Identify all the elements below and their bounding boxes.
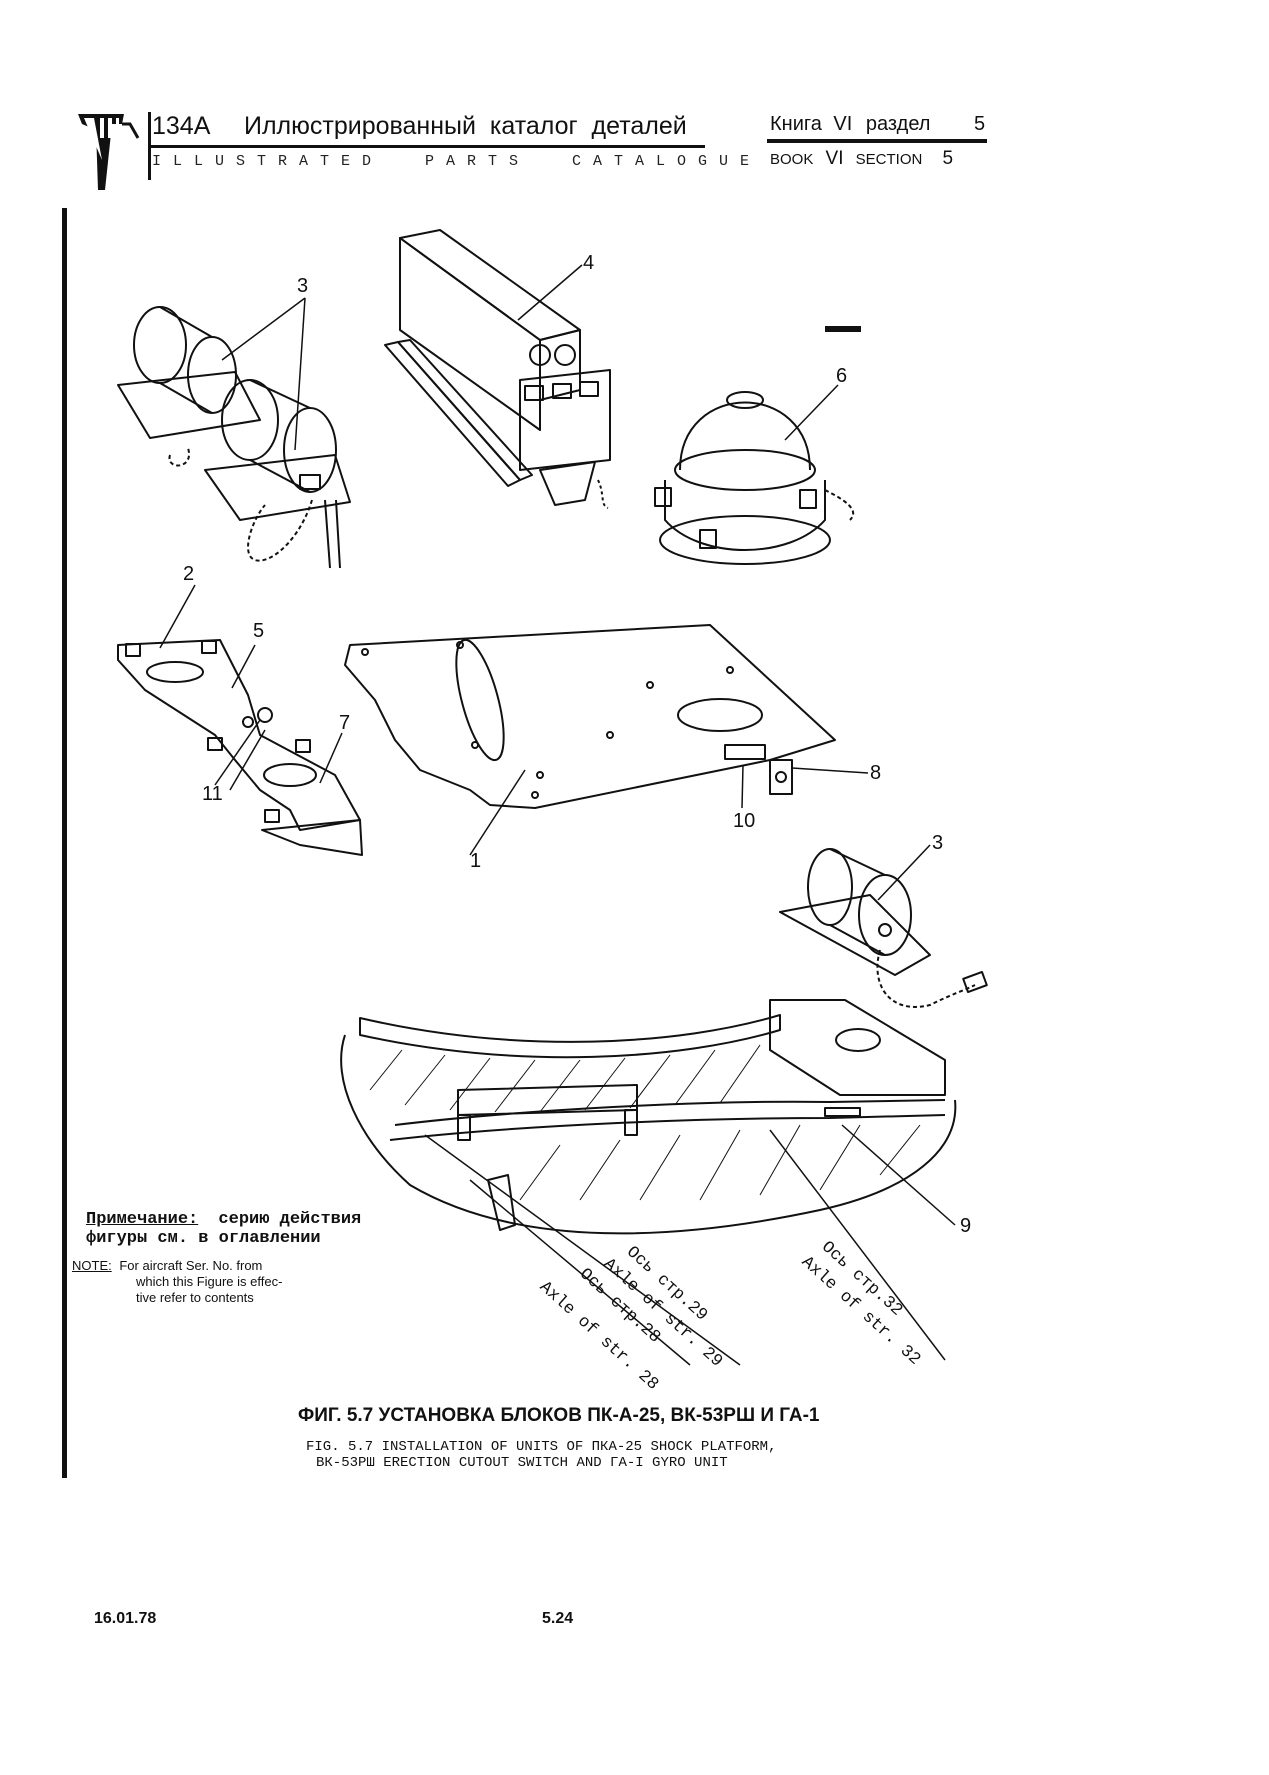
- station-axis-lines: [424, 1129, 946, 1366]
- section-label-ru: раздел: [865, 113, 931, 135]
- note-ru-text-2: фигуры см. в оглавлении: [86, 1229, 321, 1248]
- header-rule-left: [150, 145, 705, 148]
- note-ru-text-1: серию действия: [218, 1210, 362, 1229]
- book-label-en: BOOK: [770, 151, 814, 168]
- figure-caption-ru: ФИГ. 5.7 УСТАНОВКА БЛОКОВ ПК-А-25, ВК-53…: [298, 1405, 820, 1426]
- manufacturer-logo: [78, 114, 140, 190]
- note-en-text-1: For aircraft Ser. No. from: [119, 1258, 263, 1273]
- book-number-en: VI: [825, 148, 844, 169]
- title-ru: Иллюстрированный каталог деталей: [244, 112, 687, 140]
- callout-item-10: 10: [733, 810, 756, 832]
- callout-item-5: 5: [253, 620, 265, 642]
- shock-platform-unit-lower: [779, 848, 988, 1008]
- callout-item-4: 4: [583, 252, 595, 274]
- book-section-ru: Книга VI раздел 5: [770, 113, 985, 136]
- gyro-unit: [654, 391, 855, 565]
- callout-item-1: 1: [470, 850, 482, 872]
- footer-page-number: 5.24: [542, 1610, 574, 1627]
- header-rule-right: [767, 139, 987, 143]
- footer-date: 16.01.78: [94, 1610, 157, 1627]
- callout-item-8: 8: [870, 762, 882, 784]
- callout-item-6: 6: [836, 365, 848, 387]
- callout-item-11: 11: [202, 783, 223, 805]
- binding-rule: [62, 208, 67, 1478]
- book-label-ru: Книга: [770, 113, 822, 135]
- callout-item-7: 7: [339, 712, 351, 734]
- section-number-en: 5: [942, 148, 954, 169]
- section-label-en: SECTION: [855, 151, 923, 168]
- book-number-ru: VI: [833, 113, 853, 135]
- note-en-line-1: NOTE: For aircraft Ser. No. from: [72, 1258, 386, 1274]
- figure-caption-en-line-1: FIG. 5.7 INSTALLATION OF UNITS OF ПКА-25…: [306, 1439, 777, 1455]
- note-ru-line-1: Примечание: серию действия: [86, 1210, 386, 1229]
- note-en-text-3: tive refer to contents: [136, 1290, 254, 1305]
- callout-item-3-upper: 3: [297, 275, 309, 297]
- section-number-ru: 5: [974, 113, 986, 135]
- callout-item-2: 2: [183, 563, 195, 585]
- mounting-bracket: [117, 639, 363, 856]
- callout-item-9: 9: [960, 1215, 972, 1237]
- note-ru-label: Примечание:: [86, 1210, 199, 1229]
- logo-divider: [148, 112, 151, 180]
- model-number: 134A: [152, 112, 211, 140]
- title-en: ILLUSTRATED PARTS CATALOGUE: [152, 153, 762, 170]
- note-en-label: NOTE:: [72, 1258, 112, 1273]
- erection-cutout-switch-unit: [384, 229, 611, 509]
- callout-item-3-lower: 3: [932, 832, 944, 854]
- fuselage-structure: [340, 999, 957, 1235]
- figure-caption-en-line-2: ВК-53РШ ERECTION CUTOUT SWITCH AND ГА-I …: [316, 1455, 728, 1471]
- shock-platform-unit-upper: [117, 306, 351, 569]
- note-block: Примечание: серию действия фигуры см. в …: [72, 1210, 386, 1306]
- header: 134A Иллюстрированный каталог деталей IL…: [0, 0, 1269, 200]
- mounting-plate: [344, 624, 836, 809]
- note-en-text-2: which this Figure is effec-: [136, 1274, 283, 1289]
- book-section-en: BOOK VI SECTION 5: [770, 148, 953, 170]
